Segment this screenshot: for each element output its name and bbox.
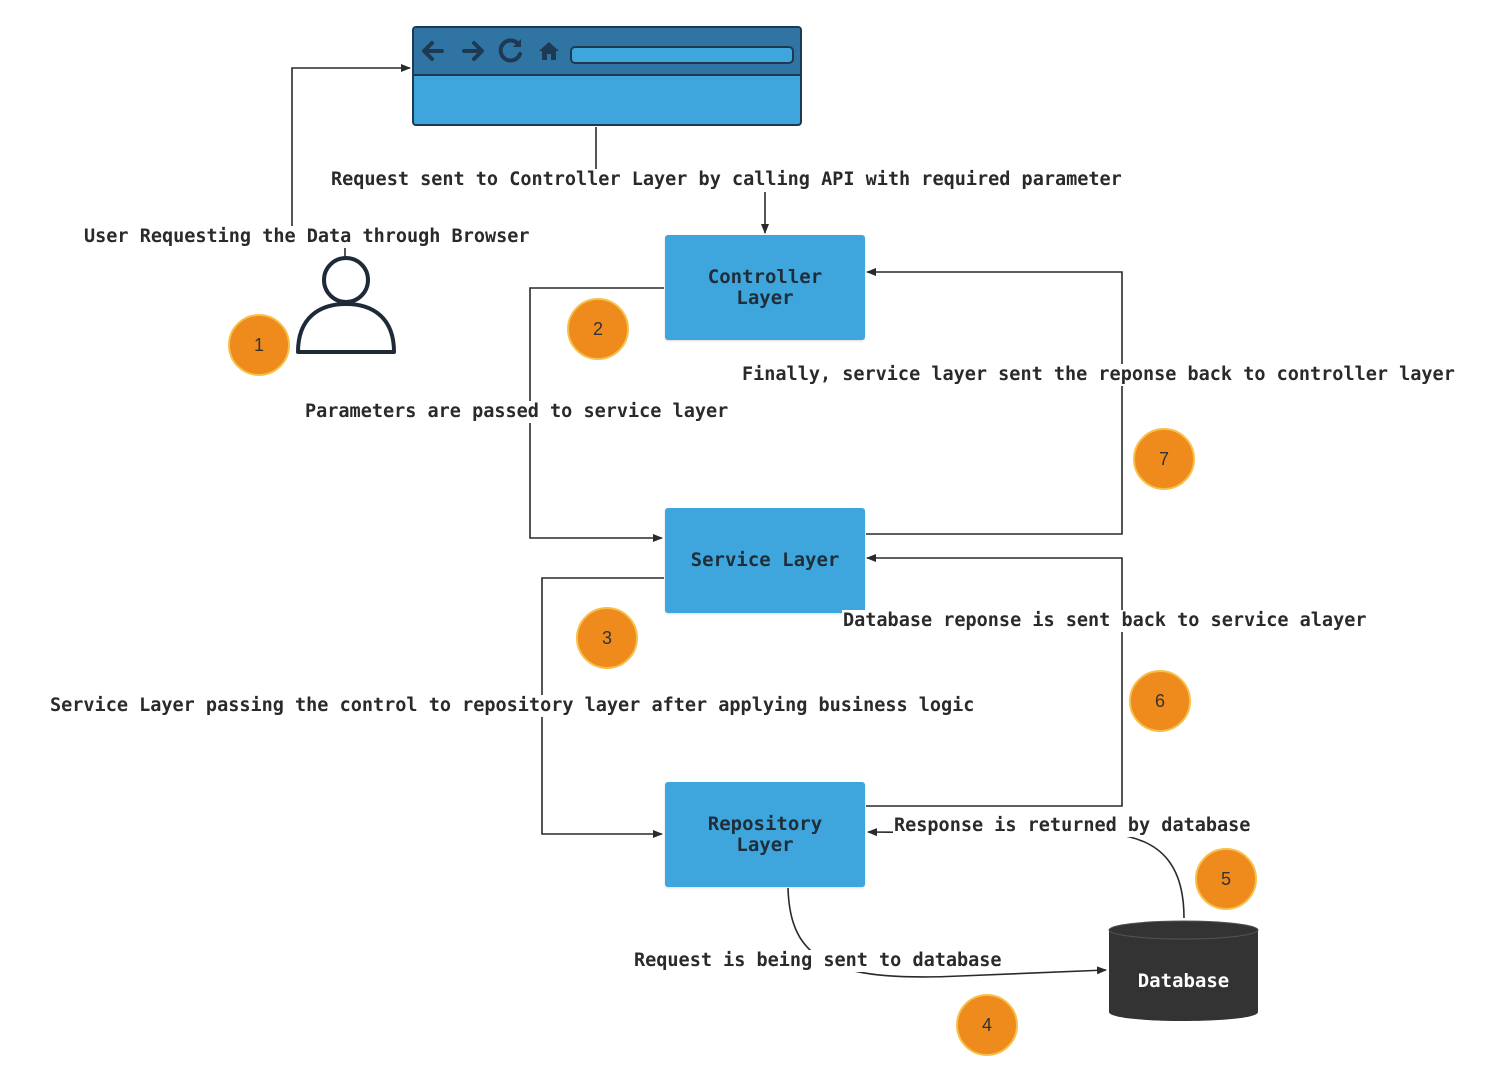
home-icon: [539, 42, 559, 60]
repository-layer-label: Repository Layer: [707, 812, 823, 856]
controller-layer-box: Controller Layer: [665, 235, 865, 340]
step-badge-2: 2: [567, 298, 629, 360]
label-user-request: User Requesting the Data through Browser: [83, 226, 531, 248]
browser-window-icon: [412, 26, 802, 126]
browser-toolbar: [414, 28, 800, 76]
label-response-returned: Response is returned by database: [893, 815, 1252, 837]
database-label: Database: [1137, 970, 1230, 992]
service-to-controller-connector: [866, 268, 1123, 535]
arrow-right-icon: [462, 41, 484, 61]
user-icon: [296, 256, 396, 354]
repository-layer-box: Repository Layer: [665, 782, 865, 887]
controller-layer-label: Controller Layer: [707, 265, 823, 309]
database-to-repository-connector: [867, 828, 1185, 919]
arrow-left-icon: [422, 41, 444, 61]
step-badge-7: 7: [1133, 428, 1195, 490]
repository-to-service-connector: [866, 554, 1123, 807]
service-layer-box: Service Layer: [665, 508, 865, 613]
step-badge-5: 5: [1195, 848, 1257, 910]
database-icon: [1108, 920, 1259, 1021]
label-db-response-service: Database reponse is sent back to service…: [842, 610, 1368, 632]
label-request-db: Request is being sent to database: [633, 950, 1003, 972]
step-badge-4: 4: [956, 994, 1018, 1056]
label-request-controller: Request sent to Controller Layer by call…: [330, 169, 1123, 191]
label-service-repository: Service Layer passing the control to rep…: [49, 695, 976, 717]
address-bar: [570, 46, 794, 64]
label-finally-response: Finally, service layer sent the reponse …: [741, 364, 1456, 386]
user-to-browser-connector: [291, 64, 411, 228]
step-badge-3: 3: [576, 607, 638, 669]
service-layer-label: Service Layer: [690, 549, 840, 571]
label-params-service: Parameters are passed to service layer: [304, 401, 730, 423]
reload-icon: [498, 38, 522, 63]
step-badge-6: 6: [1129, 670, 1191, 732]
step-badge-1: 1: [228, 314, 290, 376]
